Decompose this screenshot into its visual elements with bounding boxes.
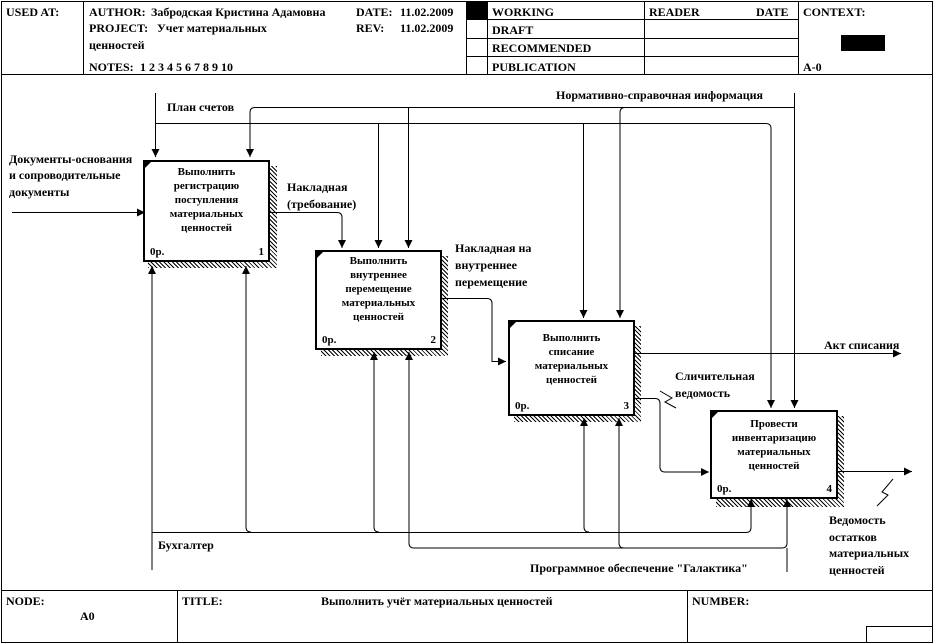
box-4-number: 4 (826, 483, 833, 495)
label-documents-line3: документы (9, 185, 70, 199)
box-2-title: Выполнить внутреннее перемещение материа… (341, 255, 416, 323)
label-collation-line1: Сличительная (675, 369, 755, 383)
box-corner-mark (317, 252, 323, 258)
label-internal-line3: перемещение (455, 275, 528, 289)
notes-value: 1 2 3 4 5 6 7 8 9 10 (140, 60, 233, 74)
box-4[interactable]: Провести инвентаризацию материальных цен… (710, 410, 838, 499)
title-label: TITLE: (182, 594, 223, 608)
status-recommended: RECOMMENDED (492, 41, 592, 55)
box-2-number: 2 (430, 334, 437, 346)
label-balance-line3: материальных (829, 546, 910, 560)
project-value-line2: ценностей (89, 38, 145, 52)
date-label: DATE: (356, 5, 393, 19)
diagram-title: Выполнить учёт материальных ценностей (321, 594, 553, 608)
context-label: CONTEXT: (803, 5, 866, 19)
rev-label: REV: (356, 21, 385, 35)
status-draft: DRAFT (492, 23, 534, 37)
author-value: Забродская Кристина Адамовна (151, 5, 326, 19)
box-corner-mark (145, 162, 151, 168)
label-write-off-act: Акт списания (824, 338, 900, 352)
label-normative-info: Нормативно-справочная информация (556, 88, 764, 102)
notes-label: NOTES: (89, 60, 134, 74)
date-value: 11.02.2009 (400, 5, 454, 19)
box-4-title: Провести инвентаризацию материальных цен… (731, 418, 817, 472)
label-collation-line2: ведомость (675, 386, 731, 400)
label-internal-line2: внутреннее (455, 258, 517, 272)
label-documents-line1: Документы-основания (9, 152, 133, 166)
label-balance-line2: остатков (829, 530, 877, 544)
box-3[interactable]: Выполнить списание материальных ценносте… (508, 320, 635, 416)
label-balance-line4: ценностей (829, 563, 885, 577)
box-corner-mark (510, 322, 516, 328)
box-3-number: 3 (623, 400, 630, 412)
box-2-cost: 0р. (322, 334, 337, 346)
node-label: NODE: (6, 594, 45, 608)
box-corner-mark (712, 412, 718, 418)
box-3-cost: 0р. (515, 400, 530, 412)
label-invoice-line2: (требование) (287, 197, 357, 211)
project-value-line1: Учет материальных (157, 21, 267, 35)
label-plan-of-accounts: План счетов (167, 100, 235, 114)
label-balance-line1: Ведомость (829, 513, 886, 527)
label-internal-line1: Накладная на (455, 241, 532, 255)
box-1[interactable]: Выполнить регистрацию поступления матери… (143, 160, 270, 262)
label-documents-line2: и сопроводительные (9, 168, 121, 182)
author-label: AUTHOR: (89, 5, 146, 19)
label-invoice-line1: Накладная (287, 180, 348, 194)
box-1-cost: 0р. (150, 246, 165, 258)
project-label: PROJECT: (89, 21, 149, 35)
status-publication: PUBLICATION (492, 60, 576, 74)
status-working: WORKING (492, 5, 555, 19)
box-1-title: Выполнить регистрацию поступления матери… (169, 166, 244, 234)
context-node: A-0 (803, 60, 822, 74)
node-value: A0 (80, 609, 95, 623)
box-3-title: Выполнить списание материальных ценносте… (534, 332, 609, 386)
rev-value: 11.02.2009 (400, 21, 454, 35)
box-2[interactable]: Выполнить внутреннее перемещение материа… (315, 250, 442, 350)
used-at-label: USED AT: (6, 5, 60, 19)
box-4-cost: 0р. (717, 483, 732, 495)
label-software: Программное обеспечение "Галактика" (530, 561, 748, 575)
box-1-number: 1 (258, 246, 265, 258)
number-label: NUMBER: (692, 594, 750, 608)
reader-label: READER (649, 5, 700, 19)
date-column-label: DATE (756, 5, 789, 19)
label-accountant: Бухгалтер (158, 538, 214, 552)
